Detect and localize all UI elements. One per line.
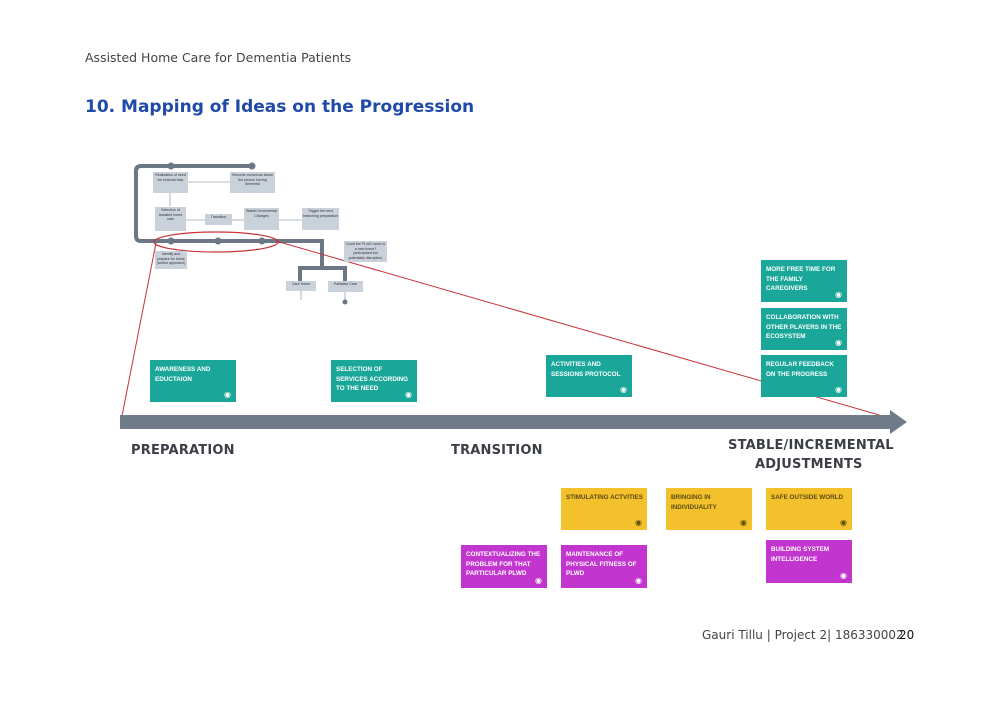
section-title: 10. Mapping of Ideas on the Progression bbox=[85, 97, 475, 117]
idea-card: REGULAR FEEDBACK ON THE PROGRESS ◉ bbox=[761, 355, 847, 397]
idea-card: BRINGING IN INDIVIDUALITY ◉ bbox=[666, 488, 752, 530]
idea-card: COLLABORATION WITH OTHER PLAYERS IN THE … bbox=[761, 308, 847, 350]
idea-card-label: MORE FREE TIME FOR THE FAMILY CAREGIVERS bbox=[766, 266, 836, 292]
mini-node: Could the PLwD move to a new home? (anti… bbox=[344, 241, 387, 262]
idea-card: CONTEXTUALIZING THE PROBLEM FOR THAT PAR… bbox=[461, 545, 547, 588]
idea-card-label: SAFE OUTSIDE WORLD bbox=[771, 494, 844, 501]
mini-node: Selection of Assisted home care bbox=[155, 207, 186, 231]
timeline-arrowhead bbox=[890, 410, 907, 434]
idea-card-label: ACTIVITIES AND SESSIONS PROTOCOL bbox=[551, 361, 621, 378]
idea-card-label: BUILDING SYSTEM INTELLIGENCE bbox=[771, 546, 830, 563]
phase-label-transition: TRANSITION bbox=[451, 443, 543, 458]
eye-icon[interactable]: ◉ bbox=[835, 385, 842, 394]
zoom-line-left bbox=[120, 242, 157, 422]
timeline-bar bbox=[120, 415, 892, 429]
eye-icon[interactable]: ◉ bbox=[835, 338, 842, 347]
mini-node: Palliative Care bbox=[328, 281, 363, 292]
idea-card: AWARENESS AND EDUCTAION ◉ bbox=[150, 360, 236, 402]
mini-map-thin-links bbox=[169, 181, 346, 300]
idea-card: STIMULATING ACTVITIES ◉ bbox=[561, 488, 647, 530]
idea-card-label: CONTEXTUALIZING THE PROBLEM FOR THAT PAR… bbox=[466, 551, 541, 577]
idea-card-label: STIMULATING ACTVITIES bbox=[566, 494, 643, 501]
mini-node: Stable/ Incremental Changes bbox=[244, 208, 279, 230]
eye-icon[interactable]: ◉ bbox=[835, 290, 842, 299]
document-footer: Gauri Tillu | Project 2| 186330002 bbox=[702, 628, 904, 642]
idea-card: BUILDING SYSTEM INTELLIGENCE ◉ bbox=[766, 540, 852, 583]
idea-card: ACTIVITIES AND SESSIONS PROTOCOL ◉ bbox=[546, 355, 632, 397]
idea-card-label: MAINTENANCE OF PHYSICAL FITNESS OF PLWD bbox=[566, 551, 637, 577]
eye-icon[interactable]: ◉ bbox=[635, 518, 642, 527]
mini-node: Realization of need for external help bbox=[153, 172, 188, 193]
eye-icon[interactable]: ◉ bbox=[840, 518, 847, 527]
idea-card: SAFE OUTSIDE WORLD ◉ bbox=[766, 488, 852, 530]
idea-card-label: BRINGING IN INDIVIDUALITY bbox=[671, 494, 717, 511]
mini-map-lines bbox=[134, 164, 347, 282]
eye-icon[interactable]: ◉ bbox=[224, 390, 231, 399]
idea-card-label: REGULAR FEEDBACK ON THE PROGRESS bbox=[766, 361, 834, 378]
idea-card: MORE FREE TIME FOR THE FAMILY CAREGIVERS… bbox=[761, 260, 847, 302]
phase-label-adjustments: ADJUSTMENTS bbox=[755, 457, 863, 472]
idea-card-label: AWARENESS AND EDUCTAION bbox=[155, 366, 211, 383]
eye-icon[interactable]: ◉ bbox=[405, 390, 412, 399]
eye-icon[interactable]: ◉ bbox=[840, 571, 847, 580]
eye-icon[interactable]: ◉ bbox=[535, 576, 542, 585]
mini-node: Identify and prepare for home (and/or ap… bbox=[155, 251, 187, 269]
phase-label-stable: STABLE/INCREMENTAL bbox=[728, 438, 894, 453]
page-number: 20 bbox=[899, 628, 915, 642]
idea-card-label: SELECTION OF SERVICES ACCORDING TO THE N… bbox=[336, 366, 409, 392]
mini-map-dots bbox=[167, 162, 348, 305]
idea-card-label: COLLABORATION WITH OTHER PLAYERS IN THE … bbox=[766, 314, 842, 340]
idea-card: SELECTION OF SERVICES ACCORDING TO THE N… bbox=[331, 360, 417, 402]
mini-node: Become conscious about the person having… bbox=[230, 172, 275, 193]
document-header: Assisted Home Care for Dementia Patients bbox=[85, 50, 352, 65]
mini-node: Trigger the next branching preparation bbox=[302, 208, 339, 230]
eye-icon[interactable]: ◉ bbox=[635, 576, 642, 585]
idea-card: MAINTENANCE OF PHYSICAL FITNESS OF PLWD … bbox=[561, 545, 647, 588]
phase-label-preparation: PREPARATION bbox=[131, 443, 235, 458]
eye-icon[interactable]: ◉ bbox=[620, 385, 627, 394]
eye-icon[interactable]: ◉ bbox=[740, 518, 747, 527]
mini-node: Transition bbox=[205, 214, 232, 225]
mini-node: Care Home bbox=[286, 281, 316, 291]
